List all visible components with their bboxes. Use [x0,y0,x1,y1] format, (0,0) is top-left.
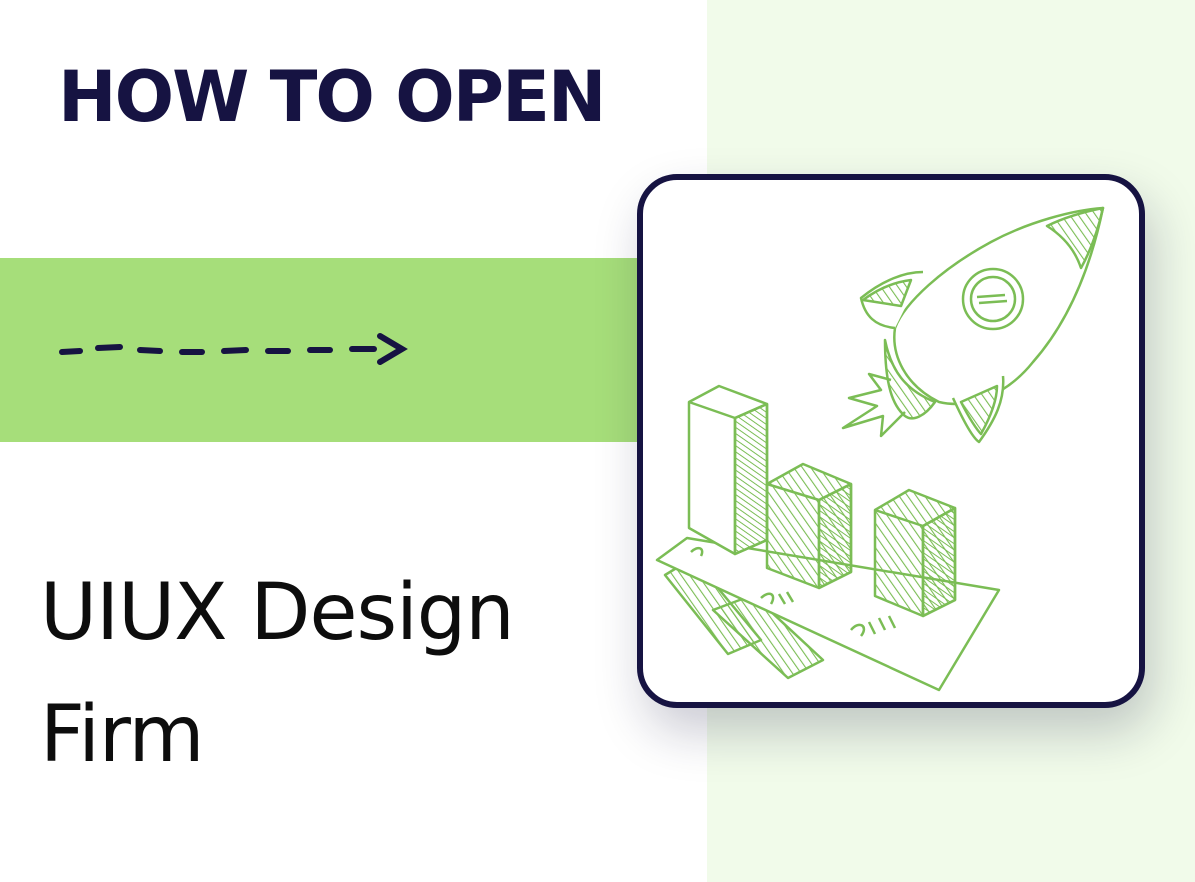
growth-illustration [655,206,1105,692]
bar-chart-icon [655,384,1001,692]
dashed-arrow-icon [59,333,408,365]
subtitle-line-1: UIUX Design [40,568,515,658]
subtitle-line-2: Firm [40,690,205,780]
illustration-card [637,174,1145,708]
rocket-icon [841,206,1105,444]
subtitle: UIUX Design Firm [40,552,640,796]
headline: HOW TO OPEN [58,56,607,138]
